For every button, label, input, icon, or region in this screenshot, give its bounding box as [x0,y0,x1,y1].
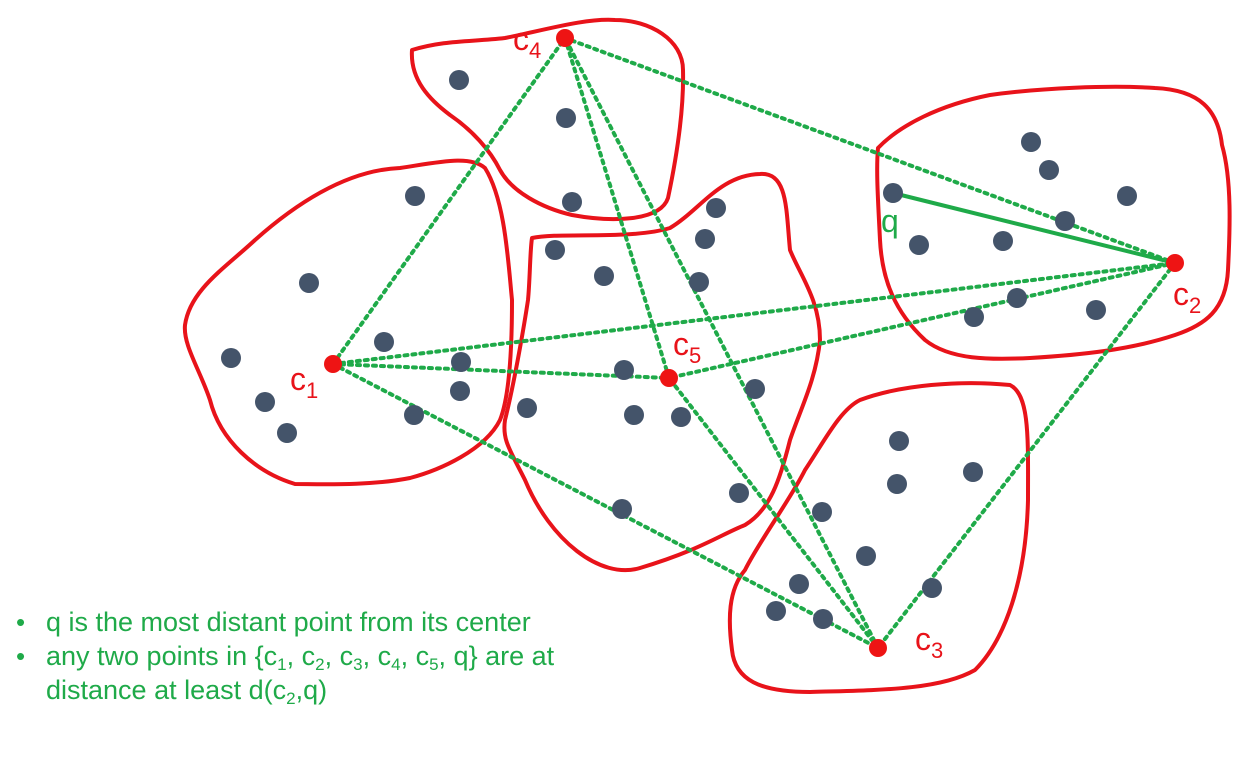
data-point [449,70,469,90]
label-c5-sub: 5 [689,343,701,368]
label-c4-base: c [513,21,529,57]
data-point [624,405,644,425]
data-point [451,352,471,372]
bullet-2-text-1: any two points in {c [46,641,278,671]
bullet-pairwise-distance: any two points in {c1, c2, c3, c4, c5, q… [16,639,554,707]
data-point [887,474,907,494]
data-point [745,379,765,399]
bullet-3-sub-1: 2 [286,689,296,708]
bullet-2-text-6: , q} are at [438,641,555,671]
bullet-2-text-4: , c [362,641,392,671]
distance-line-c3-c4 [563,36,880,650]
distance-line-c2-c3 [876,261,1177,650]
data-point [1021,132,1041,152]
cluster-boundary-c4 [409,17,686,222]
data-point [612,499,632,519]
distance-line-c1-c2 [331,261,1177,366]
center-c3 [869,639,887,657]
data-points [221,70,1137,629]
data-point [594,266,614,286]
data-point [889,431,909,451]
q-to-c2-distance-line [892,191,1176,265]
data-point [706,198,726,218]
data-point [964,307,984,327]
data-point [255,392,275,412]
bullet-most-distant: q is the most distant point from its cen… [16,605,554,639]
data-point [729,483,749,503]
data-point [374,332,394,352]
data-point [405,186,425,206]
data-point [277,423,297,443]
data-point [545,240,565,260]
bullet-2-sub-4: 4 [391,655,401,674]
data-point [789,574,809,594]
label-c1-base: c [290,361,306,397]
label-c3: c3 [915,621,943,663]
distance-line-c1-c5 [331,362,671,380]
center-c2 [1166,254,1184,272]
cluster-boundary-c3 [727,381,1031,694]
distance-line-c2-c5 [667,261,1177,380]
bullet-2-sub-2: 2 [315,655,325,674]
data-point [450,381,470,401]
cluster-boundary-c2 [875,84,1232,361]
data-point [404,405,424,425]
data-point [909,235,929,255]
bullet-2-sub-1: 1 [277,655,287,674]
bullet-1-text: q is the most distant point from its cen… [46,607,531,637]
explanation-bullets: q is the most distant point from its cen… [16,605,554,707]
data-point [1086,300,1106,320]
bullet-2-text-5: , c [400,641,430,671]
data-point [1007,288,1027,308]
label-c4: c4 [513,21,541,63]
label-c2-sub: 2 [1189,293,1201,318]
data-point [813,609,833,629]
label-c1: c1 [290,361,318,403]
bullet-2-text-2: , c [286,641,316,671]
data-point [963,462,983,482]
data-point [556,108,576,128]
label-c5: c5 [673,326,701,368]
data-point [1055,211,1075,231]
data-point [689,272,709,292]
data-point [812,502,832,522]
label-q: q [881,203,899,239]
data-point [922,578,942,598]
data-point [562,192,582,212]
data-point [695,229,715,249]
label-c2-base: c [1173,276,1189,312]
bullet-3-text-2: ,q) [295,675,328,705]
point-q [883,183,903,203]
label-c3-sub: 3 [931,638,943,663]
cluster-boundary-c5 [502,171,822,573]
distance-line-c1-c3 [331,362,880,650]
bullet-2-text-3: , c [324,641,354,671]
data-point [1039,160,1059,180]
bullet-2-sub-3: 3 [353,655,363,674]
data-point [517,398,537,418]
data-point [299,273,319,293]
cluster-boundary-c1 [182,158,514,487]
data-point [993,231,1013,251]
distance-line-c1-c4 [331,36,567,366]
data-point [1117,186,1137,206]
data-point [856,546,876,566]
label-c3-base: c [915,621,931,657]
bullet-2-sub-5: 5 [429,655,439,674]
bullet-3-text-1: distance at least d(c [46,675,287,705]
label-c2: c2 [1173,276,1201,318]
label-c1-sub: 1 [306,378,318,403]
data-point [614,360,634,380]
data-point [221,348,241,368]
label-c4-sub: 4 [529,38,541,63]
distance-line-c4-c5 [563,36,671,380]
data-point [766,601,786,621]
center-c5 [660,369,678,387]
distance-line-c3-c5 [667,376,880,650]
label-c5-base: c [673,326,689,362]
center-c4 [556,29,574,47]
center-c1 [324,355,342,373]
data-point [671,407,691,427]
